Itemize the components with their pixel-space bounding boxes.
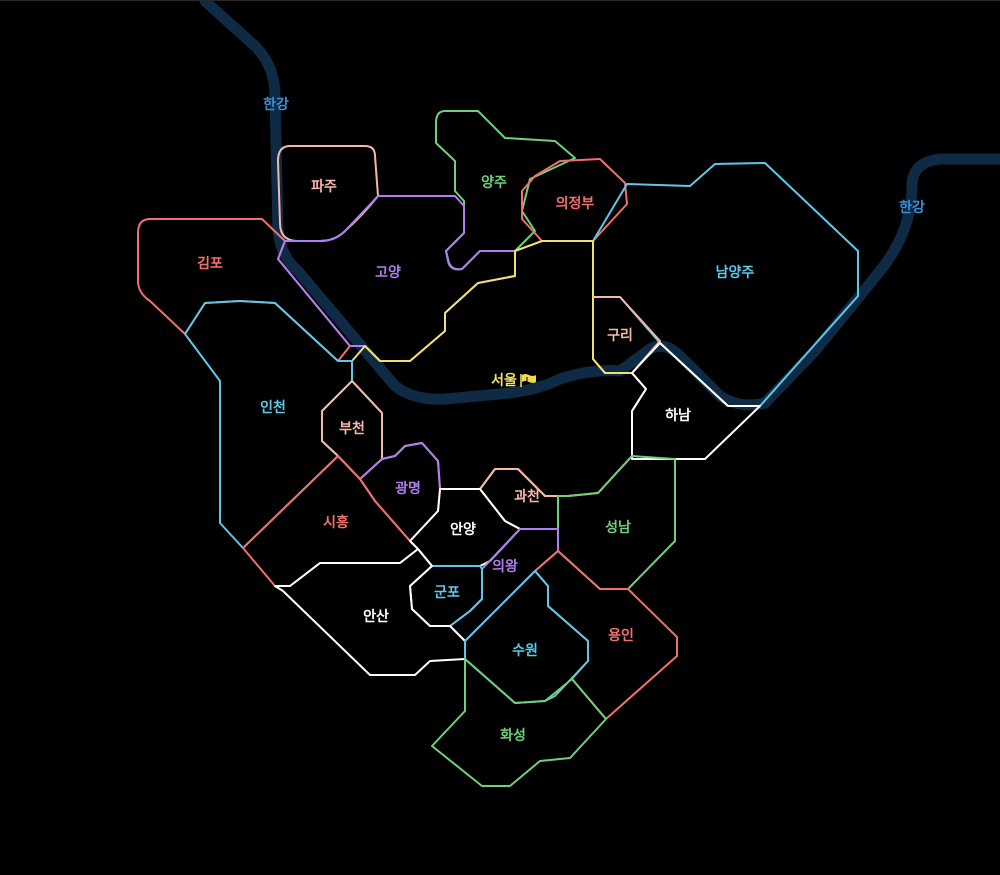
river-label-east: 한강 [899, 199, 925, 216]
region-seongnam[interactable] [557, 455, 676, 590]
flag-icon [520, 374, 536, 387]
region-uijeongbu[interactable] [521, 158, 628, 242]
region-group [137, 110, 859, 787]
region-hwaseong[interactable] [431, 658, 607, 787]
region-suwon[interactable] [464, 570, 589, 704]
river-west-channel [199, 1, 1000, 411]
region-hanam[interactable] [631, 342, 761, 460]
region-ansan[interactable] [274, 548, 466, 676]
river-label-west: 한강 [263, 96, 289, 113]
han-river [199, 1, 1000, 411]
river-label-group: 한강 한강 [263, 96, 925, 216]
